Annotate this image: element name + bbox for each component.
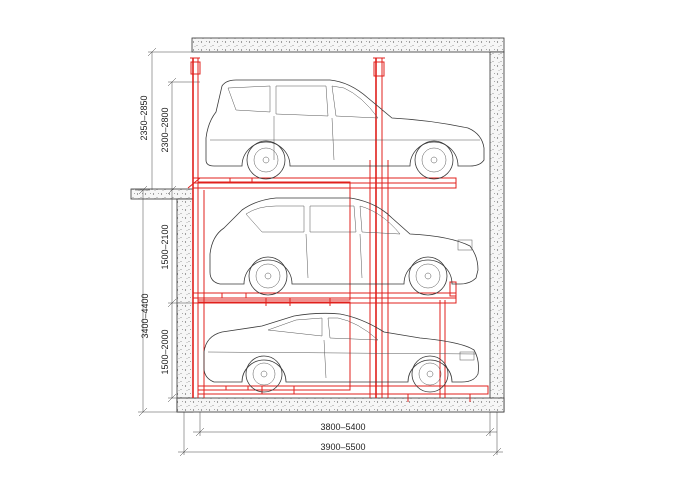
vehicle-sedan-bottom xyxy=(203,312,479,393)
pit-floor xyxy=(176,397,505,413)
dim-bottom-height: 1500–2000 xyxy=(160,329,170,374)
right-wall xyxy=(489,51,505,413)
left-pit-wall xyxy=(176,198,194,413)
ground-ledge xyxy=(130,188,194,200)
concrete-structure xyxy=(130,37,505,413)
dim-width-inner: 3800–5400 xyxy=(320,422,365,432)
ceiling-slab xyxy=(191,37,505,53)
dim-total-height: 3400–4400 xyxy=(140,293,150,338)
dim-top-outer: 2350–2850 xyxy=(139,95,149,140)
vehicle-suv-middle xyxy=(209,197,479,296)
dim-middle-height: 1500–2100 xyxy=(160,224,170,269)
vehicle-suv-top xyxy=(205,79,485,180)
dimension-lines: 3400–4400 2350–2850 2300–2800 1500–2100 … xyxy=(135,47,503,457)
dim-width-outer: 3900–5500 xyxy=(320,442,365,452)
dim-top-inner: 2300–2800 xyxy=(160,107,170,152)
lift-frame xyxy=(187,57,489,402)
